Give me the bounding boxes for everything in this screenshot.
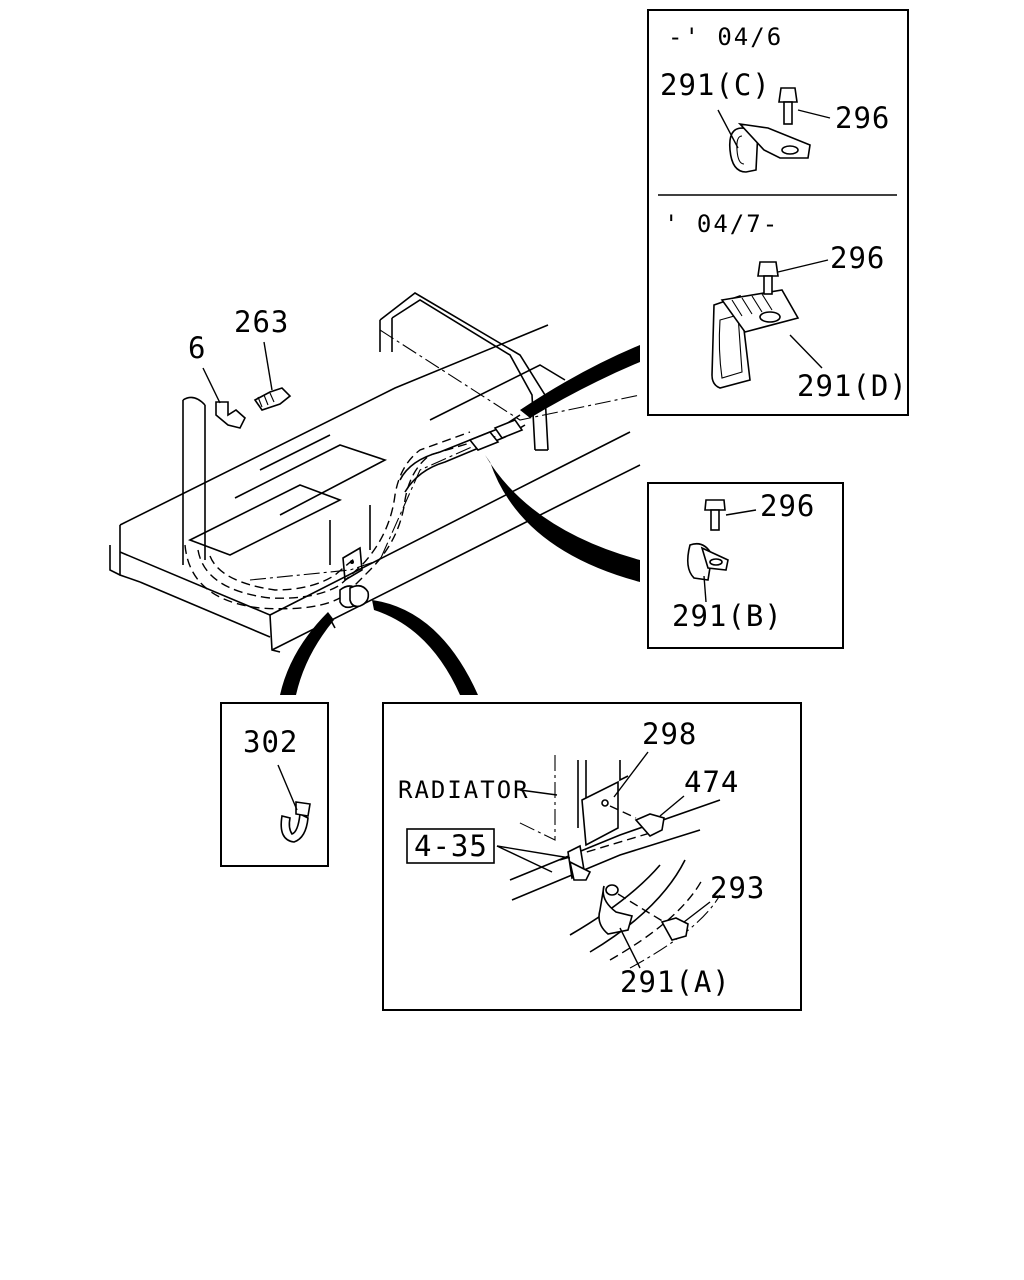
clip-291b-icon (686, 542, 729, 581)
clip-291d-icon (711, 289, 800, 389)
callout-296-b: 296 (760, 489, 815, 523)
bolt-474-icon (609, 805, 665, 837)
callout-474: 474 (684, 765, 739, 799)
callout-263: 263 (234, 305, 289, 339)
date-range-upto: -' 04/6 (668, 23, 783, 51)
callout-291c: 291(C) (660, 68, 771, 102)
panel-radiator-mount: RADIATOR 4-35 298 474 293 291(A) (382, 702, 802, 1011)
radiator-label: RADIATOR (398, 776, 530, 804)
date-range-from: ' 04/7- (664, 210, 779, 238)
callout-293: 293 (710, 871, 765, 905)
clip-291c-icon (728, 122, 811, 173)
frame-chassis-illustration (109, 292, 641, 653)
panel-clip-302: 302 (220, 702, 329, 867)
panel-clip-b: 296 291(B) (647, 482, 844, 649)
bolt-296-top-icon (778, 87, 798, 125)
bolt-263-icon (253, 387, 292, 411)
clamp-302-icon (280, 801, 311, 843)
callout-6: 6 (188, 331, 206, 365)
callout-291a: 291(A) (620, 965, 731, 999)
callout-302: 302 (243, 725, 298, 759)
reference-4-35: 4-35 (414, 829, 488, 863)
callout-291b: 291(B) (672, 599, 783, 633)
callout-296-top: 296 (835, 101, 890, 135)
bracket-298-icon (581, 760, 629, 847)
callout-291d: 291(D) (797, 369, 908, 403)
clip-291a-icon (598, 884, 665, 935)
bolt-293-icon (660, 917, 689, 941)
panel-date-variants: -' 04/6 ' 04/7- 291(C) 296 (647, 9, 909, 416)
bolt-296-b-icon (704, 499, 726, 531)
callout-298: 298 (642, 717, 697, 751)
callout-connectors (280, 345, 640, 695)
bolt-296-mid-icon (757, 261, 779, 295)
callout-296-mid: 296 (830, 241, 885, 275)
